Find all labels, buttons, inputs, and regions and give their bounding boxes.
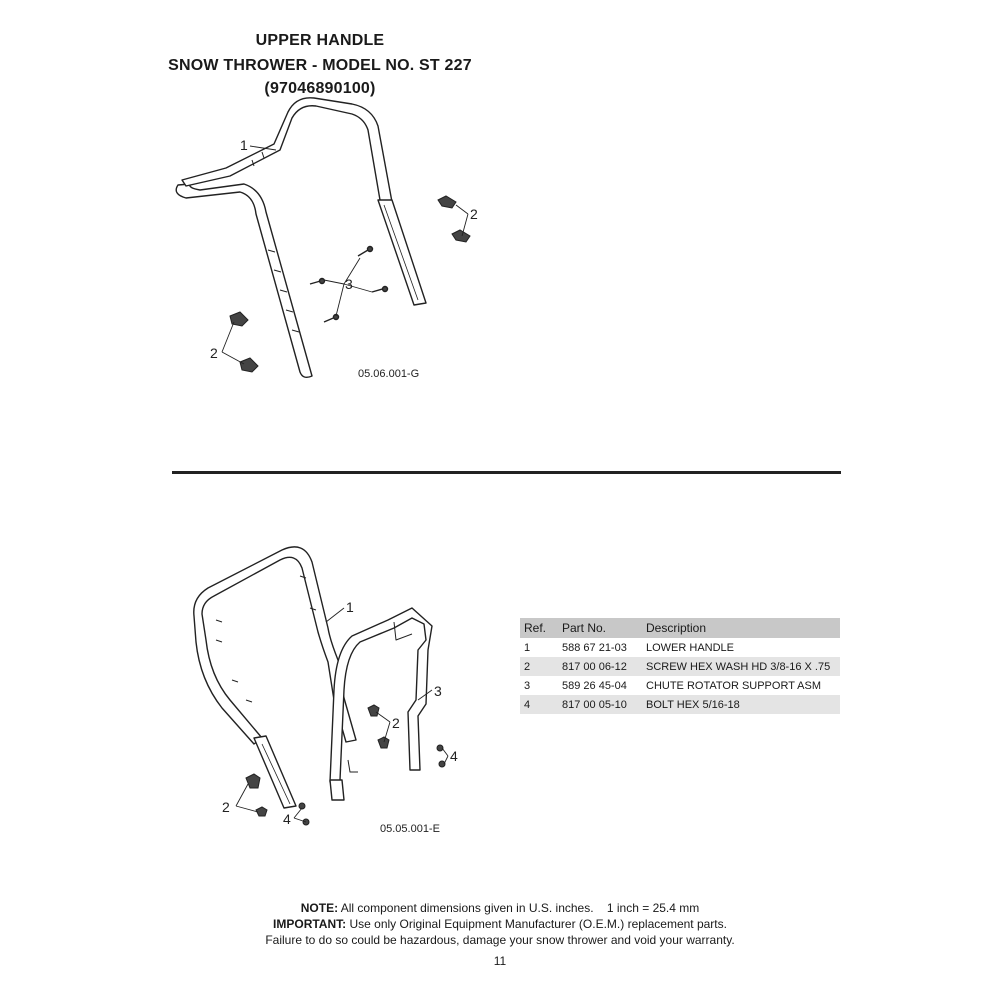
ref-cell: 4 <box>520 695 558 714</box>
note-label: NOTE: <box>300 901 339 915</box>
ref-cell: 2 <box>520 657 558 676</box>
model-code: (97046890100) <box>264 80 376 97</box>
footer-warning: Failure to do so could be hazardous, dam… <box>265 933 735 947</box>
lower-handle-diagram: 1 2 3 4 2 4 <box>193 546 458 827</box>
column-header-ref: Ref. <box>520 618 558 638</box>
parts-table: Ref. Part No. Description 1 588 67 21-03… <box>520 618 840 714</box>
page-subtitle: SNOW THROWER - MODEL NO. ST 227 <box>168 57 472 74</box>
description-cell: BOLT HEX 5/16-18 <box>642 695 840 714</box>
description-cell: CHUTE ROTATOR SUPPORT ASM <box>646 679 822 692</box>
page-number: 11 <box>493 954 507 968</box>
table-row: 2 817 00 06-12 SCREW HEX WASH HD 3/8-16 … <box>520 657 840 676</box>
callout-2: 2 <box>470 206 478 222</box>
part-no-cell: 817 00 06-12 <box>558 657 642 676</box>
upper-handle-diagram: 1 2 3 2 <box>175 97 478 379</box>
footer-note: NOTE: All component dimensions given in … <box>0 900 1000 916</box>
ref-cell: 1 <box>524 641 531 654</box>
callout-1: 1 <box>346 599 354 615</box>
column-header-description: Description <box>642 618 840 638</box>
column-header-part-no: Part No. <box>558 618 642 638</box>
ref-cell: 3 <box>524 679 531 692</box>
callout-1: 1 <box>240 137 248 153</box>
figure-code: 05.06.001-G <box>358 368 420 380</box>
callout-4: 4 <box>450 748 458 764</box>
important-text: Use only Original Equipment Manufacturer… <box>349 917 727 931</box>
callout-3: 3 <box>345 276 353 292</box>
part-no-cell: 817 00 05-10 <box>558 695 642 714</box>
table-row: 3 589 26 45-04 CHUTE ROTATOR SUPPORT ASM <box>520 676 840 695</box>
table-header-row: Ref. Part No. Description <box>520 618 840 638</box>
description-cell: SCREW HEX WASH HD 3/8-16 X .75 <box>642 657 840 676</box>
callout-4: 4 <box>283 811 291 827</box>
section-divider <box>172 471 841 474</box>
important-label: IMPORTANT: <box>273 917 347 931</box>
callout-2: 2 <box>392 715 400 731</box>
part-no-cell: 589 26 45-04 <box>562 679 627 692</box>
callout-3: 3 <box>434 683 442 699</box>
figure-code: 05.05.001-E <box>380 823 440 835</box>
footer-important: IMPORTANT: Use only Original Equipment M… <box>0 916 1000 932</box>
description-cell: LOWER HANDLE <box>646 641 735 654</box>
note-text: All component dimensions given in U.S. i… <box>340 901 700 915</box>
table-row: 4 817 00 05-10 BOLT HEX 5/16-18 <box>520 695 840 714</box>
page-title: UPPER HANDLE <box>255 32 385 49</box>
callout-2: 2 <box>210 345 218 361</box>
part-no-cell: 588 67 21-03 <box>562 641 627 654</box>
callout-2: 2 <box>222 799 230 815</box>
table-row: 1 588 67 21-03 LOWER HANDLE <box>520 638 840 657</box>
